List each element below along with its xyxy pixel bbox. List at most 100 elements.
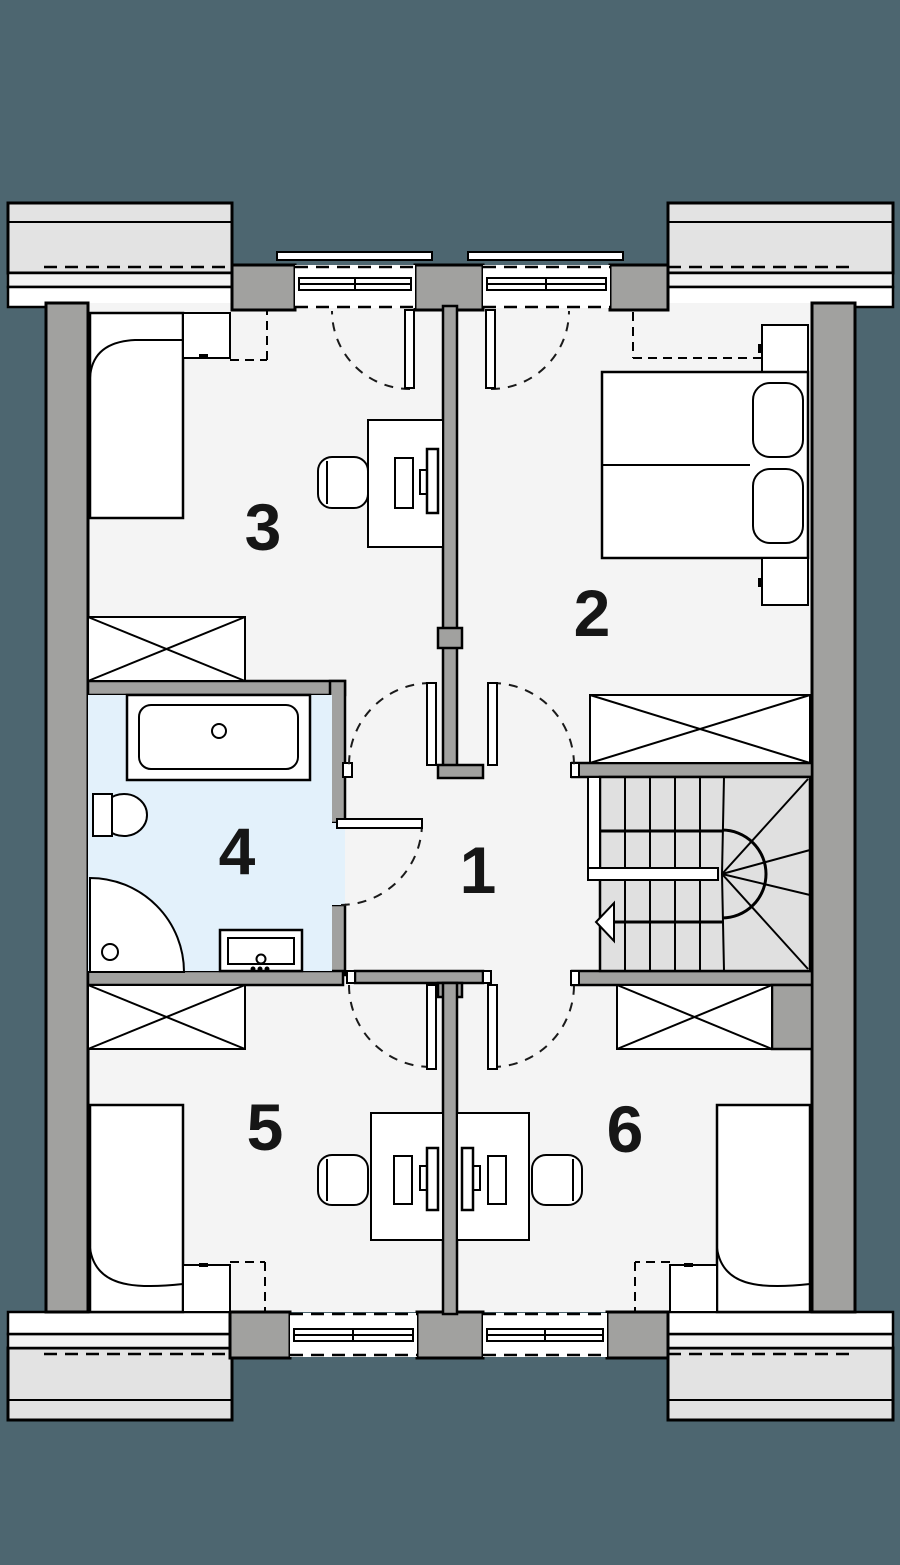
desk-chair: [317, 1154, 369, 1206]
balcony-door-room-3: [331, 309, 415, 390]
wardrobe-dashed-outline: [230, 1261, 266, 1312]
monitor: [425, 447, 440, 515]
wardrobe-dashed-outline: [632, 312, 762, 359]
wardrobe-cross-line: [87, 616, 246, 682]
washbasin: [218, 928, 304, 973]
door-jamb: [342, 762, 353, 778]
dormer-sill-band: [666, 271, 895, 289]
pillow: [752, 382, 804, 458]
chimney-pier: [770, 983, 814, 1051]
wardrobe-crossbox: [589, 694, 811, 764]
stair-well-channel: [587, 867, 719, 881]
wardrobe-cross-line: [589, 694, 811, 764]
bathtub: [125, 693, 312, 782]
wardrobe-dashed-outline: [634, 1261, 670, 1312]
room-6-furniture: [456, 984, 812, 1314]
door-leaf: [485, 309, 496, 389]
room-label-2: 2: [574, 576, 611, 650]
dormer-window-band: [6, 1310, 234, 1336]
stairs-wall-bottom: [570, 969, 814, 987]
top-exterior-wall: [230, 251, 670, 312]
balcony-door-room-2: [485, 309, 570, 390]
dormer-roof: [6, 1346, 234, 1422]
left-exterior-wall: [44, 301, 90, 1314]
window-top-left: [295, 265, 415, 309]
washbasin-tap-dot: [250, 966, 256, 972]
bathroom-wall-right-upper: [328, 679, 347, 825]
dormer-bottom-right: [666, 1310, 895, 1422]
dormer-window-band: [666, 1310, 895, 1336]
bathroom-wall-bottom: [86, 969, 345, 987]
door-room-6: [487, 984, 575, 1070]
stair-winder-line: [721, 873, 725, 972]
nightstand: [761, 324, 809, 373]
nightstand: [761, 557, 809, 606]
wall-pier: [605, 1310, 670, 1360]
door-leaf: [487, 984, 498, 1070]
bathroom-door-threshold: [330, 823, 345, 905]
desk-chair: [531, 1154, 583, 1206]
door-leaf: [426, 984, 437, 1070]
staircase: [587, 775, 812, 973]
dormer-bottom-left: [6, 1310, 234, 1422]
bed-single: [88, 311, 185, 520]
nightstand: [182, 312, 231, 359]
room-5-furniture: [87, 984, 444, 1314]
shower-drain: [101, 943, 119, 961]
nightstand: [182, 1264, 231, 1313]
window-bottom-right: [483, 1312, 607, 1357]
stair-well-channel: [587, 776, 601, 881]
wardrobe-crossbox: [616, 984, 773, 1050]
wall-pier: [230, 263, 297, 312]
bathtub-drain: [211, 723, 227, 739]
nightstand-handle: [758, 344, 762, 353]
door-jamb: [570, 762, 580, 778]
door-room-3: [348, 682, 437, 766]
dormer-sill-band: [6, 271, 234, 289]
nightstand: [669, 1264, 718, 1313]
wall-pier: [413, 263, 485, 312]
room-3-furniture: [87, 310, 444, 682]
nightstand-handle: [684, 1263, 693, 1267]
room-label-4: 4: [219, 814, 256, 888]
doors: [331, 309, 575, 1070]
door-leaf: [404, 309, 415, 389]
washbasin-faucet: [255, 953, 267, 965]
desk-with-computer: [456, 1112, 583, 1241]
wardrobe-dashed-outline: [230, 310, 268, 361]
bed-single: [88, 1103, 185, 1314]
partition-cap-top: [436, 763, 485, 780]
door-jamb: [482, 970, 492, 984]
bed-single: [715, 1103, 812, 1314]
room-label-hall: 1: [460, 833, 497, 907]
nightstand-handle: [199, 1263, 208, 1267]
partition-collar: [436, 626, 464, 650]
balcony-rail: [276, 251, 433, 261]
stairs-direction-arrow-icon: [594, 900, 615, 944]
stair-winder-line: [721, 776, 725, 875]
stair-walkline-curve: [721, 828, 768, 920]
wall-pier: [228, 1310, 292, 1360]
door-room-5: [348, 984, 437, 1070]
keyboard: [394, 457, 414, 509]
stair-winder-line: [721, 778, 809, 875]
dormer-roof: [666, 201, 895, 275]
wardrobe-cross-line: [87, 984, 246, 1050]
window-bottom-left: [290, 1312, 417, 1357]
keyboard: [487, 1155, 507, 1205]
right-exterior-wall: [810, 301, 857, 1314]
toilet: [92, 793, 148, 837]
bed-duvet-fold: [716, 1247, 811, 1288]
keyboard: [393, 1155, 413, 1205]
dormer-top-right: [666, 201, 895, 309]
bathroom: [88, 693, 345, 973]
door-room-2: [487, 682, 575, 766]
bottom-exterior-wall: [228, 1310, 670, 1360]
door-leaf: [336, 818, 423, 829]
desk-with-computer: [317, 1112, 444, 1241]
partition-cap-bottom: [353, 969, 485, 985]
room-2-furniture: [589, 312, 811, 764]
dormer-sill-band: [666, 1332, 895, 1350]
